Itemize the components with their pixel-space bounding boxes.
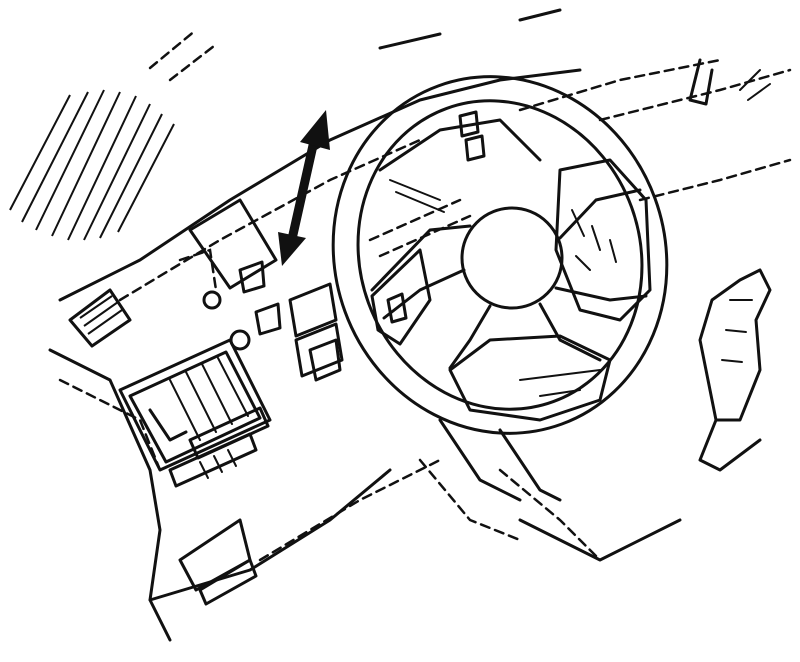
- dashboard-body: [50, 350, 680, 640]
- driver-hand: [700, 270, 770, 470]
- dashboard-top-outline: [60, 10, 790, 300]
- center-air-vent: [120, 340, 270, 486]
- steering-wheel: [283, 29, 716, 480]
- tilt-arrow-icon: [278, 110, 330, 266]
- side-vent-grille: [70, 290, 130, 346]
- steering-hub: [462, 208, 562, 308]
- windshield-hatching: [10, 30, 214, 240]
- switch-cluster: [180, 200, 342, 380]
- steering-column: [420, 420, 560, 540]
